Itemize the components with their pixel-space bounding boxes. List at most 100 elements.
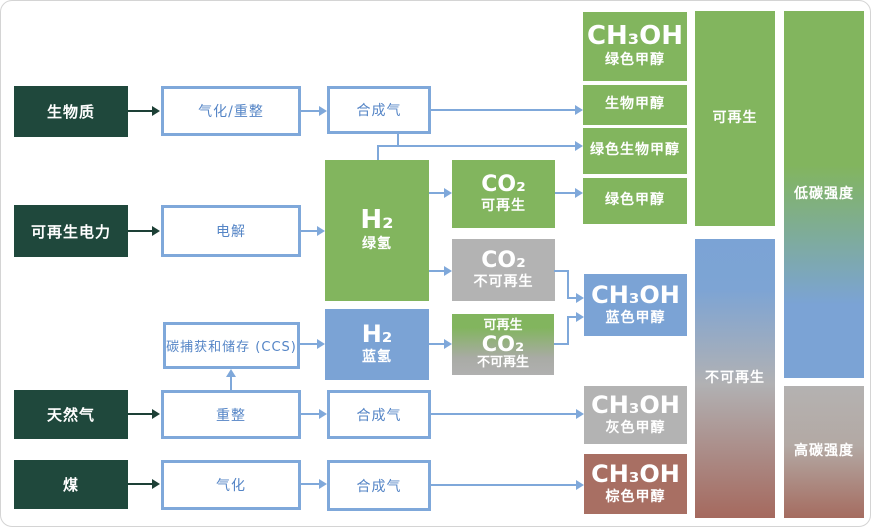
bar-nonrenewable: 不可再生 xyxy=(695,239,775,518)
connector-syngas-drop xyxy=(397,134,399,147)
connector-renewable-power xyxy=(128,230,152,232)
co2-mixed-formula: CO₂ xyxy=(481,332,525,357)
arrowhead-gasification-syngas xyxy=(319,479,327,489)
source-biomass: 生物质 xyxy=(14,86,128,137)
co2-mixed-box: 可再生 CO₂ 不可再生 xyxy=(452,314,554,375)
methanol-blue-label: 蓝色甲醇 xyxy=(605,309,666,326)
connector-h2green-co2nonren xyxy=(429,270,444,272)
co2-mixed-top-label: 可再生 xyxy=(483,318,523,334)
methanol-gray-formula: CH₃OH xyxy=(591,390,680,419)
co2-nonrenewable-formula: CO₂ xyxy=(481,247,526,273)
bar-renewable-label: 可再生 xyxy=(712,109,758,126)
co2-renewable-label: 可再生 xyxy=(481,197,526,214)
arrowhead-syngas-biomethanol xyxy=(575,105,583,115)
bar-low-carbon: 低碳强度 xyxy=(784,11,864,378)
connector-h2blue-co2mixed xyxy=(429,343,444,345)
h2-blue-box: H₂ 蓝氢 xyxy=(325,309,429,380)
arrowhead-co2mixed-bluemethanol xyxy=(576,312,584,322)
syngas-top-label: 合成气 xyxy=(356,103,402,119)
h2-blue-formula: H₂ xyxy=(361,320,393,349)
process-electrolysis: 电解 xyxy=(161,205,301,257)
connector-ccs-h2blue xyxy=(300,343,317,345)
arrowhead-syngas-greenbio xyxy=(575,141,583,151)
arrowhead-reforming-syngas xyxy=(319,409,327,419)
methanol-brown-label: 棕色甲醇 xyxy=(605,488,666,505)
connector-reforming-ccs xyxy=(230,376,232,390)
process-ccs: 碳捕获和储存 (CCS) xyxy=(163,322,300,369)
connector-syngas-h2green xyxy=(377,145,379,160)
methanol-gray-box: CH₃OH 灰色甲醇 xyxy=(584,386,687,444)
methanol-green-header-formula: CH₃OH xyxy=(586,21,684,52)
arrowhead-co2nonren-bluemethanol xyxy=(576,293,584,303)
methanol-green-label: 绿色甲醇 xyxy=(605,192,665,209)
connector-co2nonren-2 xyxy=(567,270,569,299)
arrowhead-electrolysis-h2 xyxy=(317,226,325,236)
arrowhead-reforming-ccs xyxy=(226,369,236,377)
bar-low-carbon-label: 低碳强度 xyxy=(794,185,854,202)
arrowhead-h2green-co2ren xyxy=(444,188,452,198)
arrowhead-coal xyxy=(152,479,160,489)
connector-biomass xyxy=(128,110,152,112)
process-gasification-reforming: 气化/重整 xyxy=(161,86,301,136)
co2-mixed-bottom-label: 不可再生 xyxy=(476,354,529,370)
connector-co2mixed-1 xyxy=(554,343,569,345)
co2-nonrenewable-box: CO₂ 不可再生 xyxy=(452,239,555,301)
co2-nonrenewable-label: 不可再生 xyxy=(473,273,534,290)
syngas-middle-label: 合成气 xyxy=(356,407,402,424)
arrowhead-h2green-co2nonren xyxy=(444,266,452,276)
arrowhead-syngas-brownmethanol xyxy=(576,480,584,490)
syngas-bottom-label: 合成气 xyxy=(356,478,402,495)
connector-gasref-syngas xyxy=(301,110,319,112)
connector-co2nonren-1 xyxy=(554,270,569,272)
process-electrolysis-label: 电解 xyxy=(216,224,246,240)
methanol-brown-formula: CH₃OH xyxy=(591,459,680,488)
process-gasification: 气化 xyxy=(161,460,301,510)
h2-green-label: 绿氢 xyxy=(362,236,392,253)
methanol-brown-box: CH₃OH 棕色甲醇 xyxy=(584,454,687,514)
arrowhead-co2ren-greenmethanol xyxy=(575,188,583,198)
arrowhead-biomass xyxy=(152,106,160,116)
process-reforming: 重整 xyxy=(161,390,301,439)
methanol-green-header-label: 绿色甲醇 xyxy=(605,52,665,69)
methanol-green-bio-label: 绿色生物甲醇 xyxy=(590,142,680,159)
process-gasification-label: 气化 xyxy=(216,478,246,494)
methanol-green-header-box: CH₃OH 绿色甲醇 xyxy=(583,12,687,81)
connector-co2ren-greenmethanol xyxy=(555,192,575,194)
connector-syngas-graymethanol xyxy=(431,413,576,415)
bar-high-carbon-label: 高碳强度 xyxy=(794,443,854,460)
connector-electrolysis-h2 xyxy=(301,230,317,232)
source-renewable-power-label: 可再生电力 xyxy=(30,222,111,241)
arrowhead-h2blue-co2mixed xyxy=(444,339,452,349)
arrowhead-syngas-graymethanol xyxy=(576,409,584,419)
connector-syngas-biomethanol xyxy=(431,109,575,111)
methanol-bio-label: 生物甲醇 xyxy=(605,96,665,113)
h2-green-formula: H₂ xyxy=(360,205,394,236)
co2-renewable-formula: CO₂ xyxy=(481,171,526,197)
h2-green-box: H₂ 绿氢 xyxy=(325,160,429,301)
connector-co2nonren-3 xyxy=(567,297,576,299)
methanol-green-bio-box: 绿色生物甲醇 xyxy=(583,128,687,174)
bar-high-carbon: 高碳强度 xyxy=(784,386,864,518)
process-ccs-label: 碳捕获和储存 (CCS) xyxy=(166,340,297,355)
arrowhead-gasref-syngas xyxy=(319,106,327,116)
syngas-box-top: 合成气 xyxy=(327,86,431,134)
syngas-box-middle: 合成气 xyxy=(327,390,431,439)
co2-renewable-box: CO₂ 可再生 xyxy=(452,160,555,228)
connector-gasification-syngas xyxy=(301,483,319,485)
source-coal-label: 煤 xyxy=(62,476,79,494)
connector-natural-gas xyxy=(128,413,152,415)
arrowhead-ccs-h2blue xyxy=(317,339,325,349)
source-natural-gas-label: 天然气 xyxy=(46,406,95,424)
connector-reforming-syngas xyxy=(301,413,319,415)
methanol-blue-box: CH₃OH 蓝色甲醇 xyxy=(584,274,687,336)
source-natural-gas: 天然气 xyxy=(14,390,128,439)
arrowhead-natural-gas xyxy=(152,409,160,419)
syngas-box-bottom: 合成气 xyxy=(327,460,431,511)
process-gasification-reforming-label: 气化/重整 xyxy=(198,104,264,120)
bar-renewable: 可再生 xyxy=(695,11,775,226)
bar-nonrenewable-label: 不可再生 xyxy=(705,369,765,386)
arrowhead-renewable-power xyxy=(152,226,160,236)
methanol-blue-formula: CH₃OH xyxy=(591,280,680,309)
methanol-bio-box: 生物甲醇 xyxy=(583,85,687,125)
